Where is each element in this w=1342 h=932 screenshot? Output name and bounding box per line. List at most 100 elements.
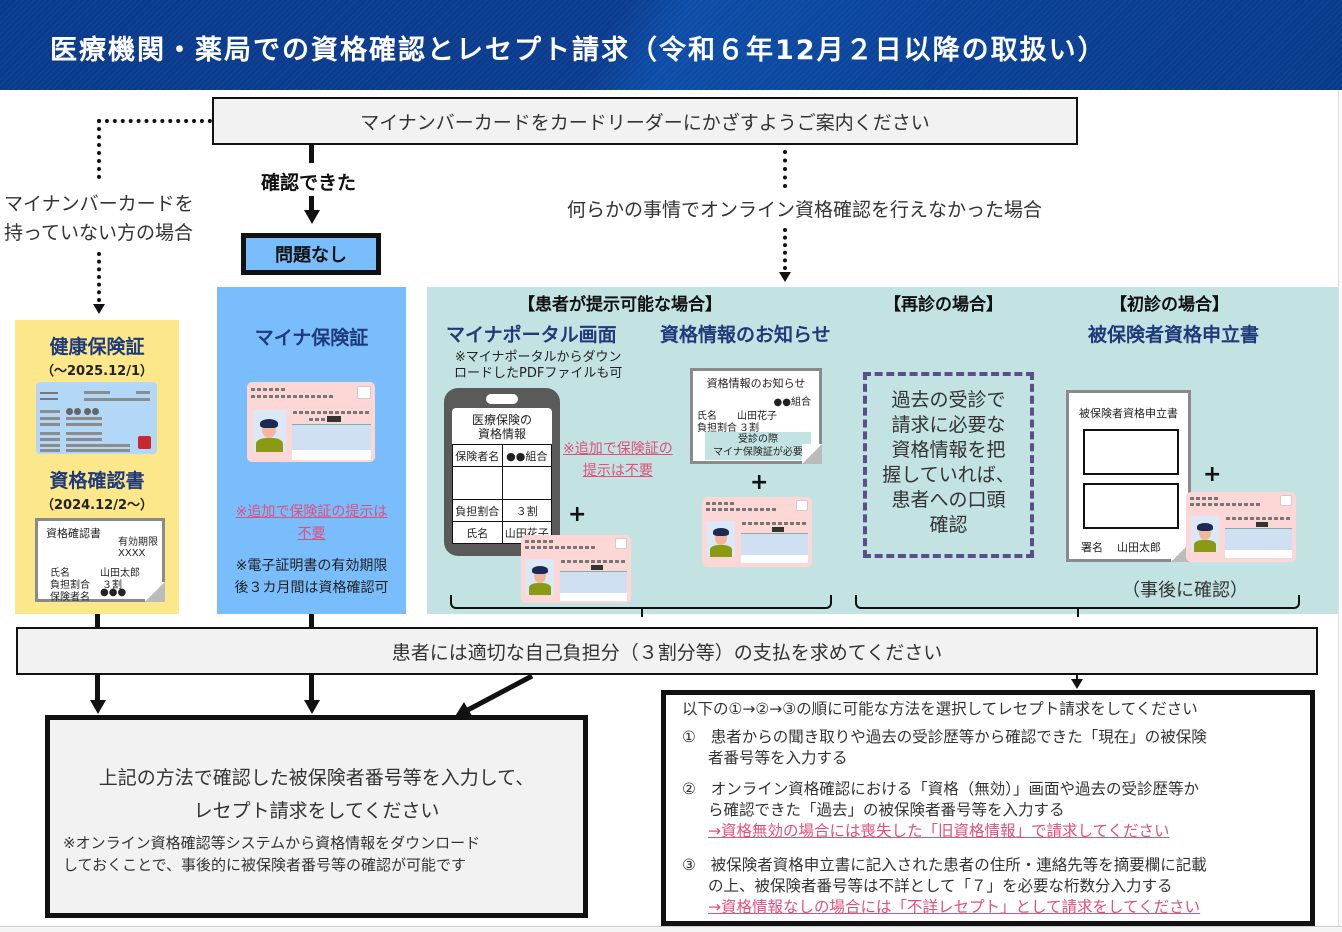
myna-insurance-heading: マイナ保険証: [254, 327, 369, 349]
left-result-line2: レセプト請求をしてください: [193, 800, 440, 822]
dotted-connector-left-v2: [97, 252, 101, 302]
no-additional-card-note-line2: 不要: [297, 526, 326, 542]
arrow-down-icon: [304, 700, 320, 714]
card-reader-instruction-box: マイナンバーカードをカードリーダーにかざすようご案内ください: [212, 97, 1078, 145]
notice-doc-ratio-value: ３割: [739, 423, 759, 434]
revisit-text: 過去の受診で 請求に必要な 資格情報を把 握していれば、 患者への口頭 確認: [867, 388, 1030, 538]
qualification-notice-illustration: 資格情報のお知らせ ●●組合 氏名 山田花子 負担割合 ３割 受診の際 マイナ保…: [690, 368, 822, 464]
arrow-down-icon: [779, 272, 791, 282]
notice-doc-name-value: 山田花子: [737, 411, 777, 422]
doc-insurer-value: ●●●: [100, 587, 127, 598]
health-insurance-card-illustration: [36, 382, 157, 454]
no-card-line2: 持っていない方の場合: [4, 222, 194, 244]
payment-instruction-box: 患者には適切な自己負担分（３割分等）の支払を求めてください: [16, 627, 1318, 675]
page-title: 医療機関・薬局での資格確認とレセプト請求（令和６年12月２日以降の取扱い）: [50, 35, 1107, 66]
myna-portal-heading: マイナポータル画面: [446, 324, 617, 346]
doc-expiry-value: XXXX: [118, 548, 146, 559]
connector-blue: [309, 614, 314, 628]
option-line1: 被保険者資格申立書に記入された患者の住所・連絡先等を摘要欄に記載: [710, 856, 1207, 874]
plus-icon: +: [568, 502, 587, 527]
option-pink-note: →資格無効の場合には喪失した「旧資格情報」で請求してください: [708, 822, 1170, 840]
left-result-line1: 上記の方法で確認した被保険者番号等を入力して、: [98, 767, 535, 789]
connector-left-result-1: [95, 675, 100, 701]
notice-doc-box: 受診の際 マイナ保険証が必要: [705, 432, 811, 460]
no-additional-card-note: ※追加で保険証の提示は 不要: [217, 501, 406, 545]
connector-yellow: [95, 614, 100, 628]
left-result-note-line2: しておくことで、事後的に被保険者番号等の確認が可能です: [63, 856, 467, 874]
first-visit-case-heading: 【初診の場合】: [1110, 295, 1229, 315]
notice-doc-title: 資格情報のお知らせ: [706, 377, 806, 390]
diagonal-arrow-head: [454, 702, 472, 718]
option-line2: の上、被保険者番号等は不詳として「７」を必要な桁数分入力する: [708, 877, 1173, 895]
no-problem-text: 問題なし: [275, 245, 347, 266]
my-number-card-illustration: [247, 382, 375, 462]
revisit-line: 請求に必要な: [891, 414, 1006, 436]
option-item-3: ③ 被保険者資格申立書に記入された患者の住所・連絡先等を摘要欄に記載 の上、被保…: [682, 855, 1207, 918]
certificate-validity-note: ※電子証明書の有効期限 後３カ月間は資格確認可: [217, 555, 406, 599]
portal-no-additional-card-note: ※追加で保険証の 提示は不要: [563, 438, 673, 482]
arrow-down-icon: [93, 304, 105, 314]
declaration-sign-label: 署名: [1081, 541, 1103, 554]
certificate-validity-line1: ※電子証明書の有効期限: [235, 558, 388, 574]
phone-title: 医療保険の 資格情報: [452, 413, 552, 441]
left-result-note-line1: ※オンライン資格確認等システムから資格情報をダウンロード: [63, 834, 481, 852]
phone-title-line2: 資格情報: [477, 427, 526, 441]
table-cell: ３割: [501, 499, 552, 522]
revisit-line: 資格情報を把: [891, 439, 1006, 461]
confirmed-label: 確認できた: [261, 172, 357, 194]
diagonal-arrow-line: [462, 673, 534, 715]
certificate-validity-line2: 後３カ月間は資格確認可: [234, 580, 389, 596]
table-cell: [452, 466, 503, 500]
doc-ratio-label: 負担割合: [50, 580, 90, 591]
online-failed-label: 何らかの事情でオンライン資格確認を行えなかった場合: [567, 199, 1043, 221]
left-result-note: ※オンライン資格確認等システムから資格情報をダウンロード しておくことで、事後的…: [63, 832, 480, 876]
card-reader-instruction-text: マイナンバーカードをカードリーダーにかざすようご案内ください: [360, 111, 930, 134]
table-row: [452, 466, 552, 500]
declaration-form-heading: 被保険者資格申立書: [1088, 324, 1260, 346]
table-cell: 氏名: [452, 521, 503, 544]
doc-title: 資格確認書: [46, 527, 101, 540]
health-insurance-card-heading: 健康保険証: [49, 336, 145, 358]
bracket-present-case: [450, 595, 832, 617]
portal-pdf-note: ※マイナポータルからダウン ロードしたPDFファイルも可: [454, 350, 622, 382]
arrow-down-icon: [90, 700, 106, 714]
connector-confirmed-top: [309, 145, 314, 163]
option-pink-note: →資格情報なしの場合には「不詳レセプト」として請求をしてください: [708, 898, 1201, 916]
page-header: 医療機関・薬局での資格確認とレセプト請求（令和６年12月２日以降の取扱い）: [0, 0, 1342, 90]
option-line1: オンライン資格確認における「資格（無効）」画面や過去の受診歴等か: [710, 780, 1199, 798]
revisit-dashed-box: 過去の受診で 請求に必要な 資格情報を把 握していれば、 患者への口頭 確認: [863, 372, 1034, 558]
no-card-line1: マイナンバーカードを: [4, 193, 194, 215]
table-cell: [501, 466, 552, 500]
my-number-card-illustration: [702, 497, 812, 567]
my-number-card-illustration: [1186, 492, 1296, 562]
arrow-down-icon: [1071, 679, 1083, 689]
doc-name-value: 山田太郎: [100, 568, 140, 579]
revisit-line: 確認: [929, 514, 968, 536]
table-row: 保険者名●●組合: [452, 444, 552, 467]
revisit-line: 過去の受診で: [891, 389, 1006, 411]
doc-insurer-label: 保険者名: [50, 592, 90, 603]
doc-ratio-value: ３割: [102, 580, 122, 591]
declaration-sign-value: 山田太郎: [1117, 541, 1161, 554]
revisit-line: 患者への口頭: [891, 489, 1006, 511]
left-result-box: 上記の方法で確認した被保険者番号等を入力して、 レセプト請求をしてください ※オ…: [45, 715, 588, 918]
option-item-1: ① 患者からの聞き取りや過去の受診歴等から確認できた「現在」の被保険 者番号等を…: [682, 727, 1207, 769]
scrollbar-track[interactable]: [1338, 90, 1342, 932]
table-cell: 負担割合: [452, 499, 503, 522]
patient-can-present-heading: 【患者が提示可能な場合】: [518, 295, 722, 315]
diagonal-arrow: [454, 673, 534, 718]
bottom-edge: [0, 926, 1342, 932]
option-item-2: ② オンライン資格確認における「資格（無効）」画面や過去の受診歴等か ら確認でき…: [682, 779, 1199, 842]
notice-doc-ratio-label: 負担割合: [697, 423, 737, 434]
notice-doc-box-line1: 受診の際: [738, 434, 778, 445]
option-number: ①: [682, 728, 696, 746]
bracket-failed-case: [855, 595, 1300, 617]
doc-expiry-label: 有効期限: [118, 537, 158, 548]
table-cell: 保険者名: [452, 444, 503, 467]
connector-confirmed-mid: [309, 196, 314, 210]
dotted-connector-left-v1: [97, 119, 101, 179]
dotted-connector-right-v2: [783, 228, 787, 270]
